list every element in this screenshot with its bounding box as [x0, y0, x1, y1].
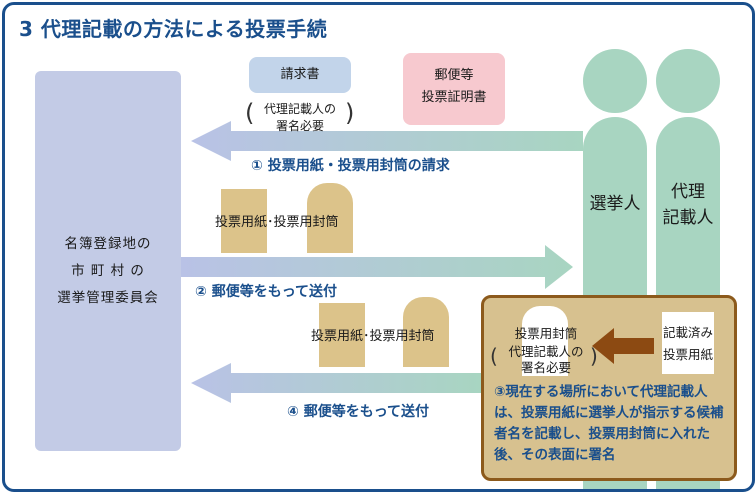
cert-line-1: 郵便等	[434, 68, 474, 83]
panel-arrow	[592, 328, 654, 364]
voter-head	[583, 49, 647, 113]
panel-note-left-paren: (	[490, 344, 498, 368]
postal-voting-certificate: 郵便等 投票証明書	[403, 53, 505, 125]
step-3-panel: 投票用封筒 ( 代理記載人の 署名必要 ) 記載済み 投票用紙 ③現在する場所に…	[481, 295, 737, 481]
proxy-head	[656, 49, 720, 113]
committee-line-1: 名簿登録地の	[64, 236, 152, 252]
request-arrow	[191, 121, 583, 161]
arrows-layer	[181, 121, 583, 403]
step-4-label: ④ 郵便等をもって送付	[287, 404, 430, 420]
request-note: 代理記載人の 署名必要	[263, 102, 336, 133]
request-form: 請求書	[249, 57, 351, 93]
step-3-description: ③現在する場所において代理記載人は、投票用紙に選挙人が指示する候補者名を記載し、…	[494, 384, 724, 463]
panel-ballot-label: 記載済み 投票用紙	[662, 325, 713, 362]
envelope-label-bottom: 投票用紙･投票用封筒	[311, 329, 435, 344]
proxy-label-line-1: 代理	[671, 182, 705, 202]
note-right-paren: )	[345, 99, 355, 127]
proxy-label-line-2: 記載人	[662, 208, 714, 228]
note-left-paren: (	[245, 99, 255, 127]
voter-label: 選挙人	[589, 194, 641, 214]
page-title: 3 代理記載の方法による投票手続	[19, 17, 328, 41]
step-1-label: ① 投票用紙・投票用封筒の請求	[251, 158, 450, 174]
election-committee: 名簿登録地の 市 町 村 の 選挙管理委員会	[35, 71, 181, 451]
ballot-envelope-1	[307, 183, 353, 253]
panel-ballot-box	[662, 312, 714, 374]
ballot-paper-2	[319, 303, 365, 367]
send-arrow	[181, 245, 573, 289]
step-2-label: ② 郵便等をもって送付	[195, 284, 338, 300]
panel-envelope-note: 代理記載人の 署名必要	[508, 344, 584, 375]
cert-line-2: 投票証明書	[421, 90, 487, 105]
panel-note-right-paren: )	[590, 344, 598, 368]
committee-line-3: 選挙管理委員会	[57, 290, 159, 306]
committee-line-2: 市 町 村 の	[71, 263, 145, 279]
ballot-envelope-2	[403, 297, 449, 367]
return-arrow	[191, 363, 481, 403]
panel-envelope-box	[522, 306, 568, 376]
proxy-label: 代理 記載人	[656, 179, 720, 231]
panel-envelope-label: 投票用封筒	[514, 326, 578, 341]
envelope-label-top: 投票用紙･投票用封筒	[215, 215, 339, 230]
ballot-paper-1	[221, 189, 267, 253]
